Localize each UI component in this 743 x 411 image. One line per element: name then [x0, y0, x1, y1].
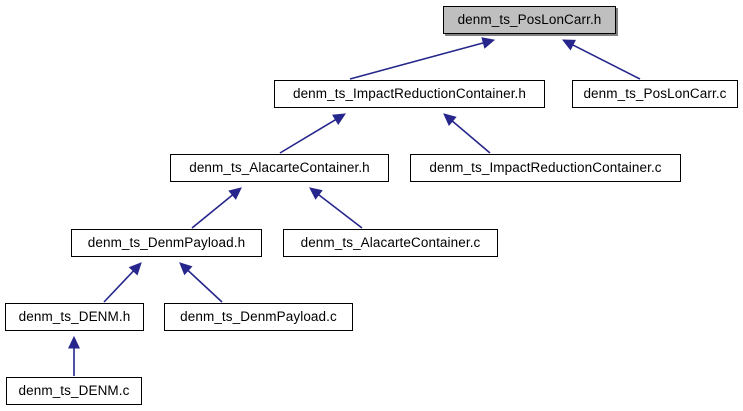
graph-node-label: denm_ts_DENM.h — [18, 309, 131, 325]
graph-node-impactreduction_h[interactable]: denm_ts_ImpactReductionContainer.h — [274, 80, 545, 108]
graph-edge-denmpayload_h-to-alacarte_h — [191, 187, 242, 229]
graph-node-denmpayload_c[interactable]: denm_ts_DenmPayload.c — [164, 303, 353, 331]
graph-node-posloncarr_h[interactable]: denm_ts_PosLonCarr.h — [443, 6, 616, 34]
graph-node-impactreduction_c[interactable]: denm_ts_ImpactReductionContainer.c — [410, 154, 681, 182]
graph-node-alacarte_h[interactable]: denm_ts_AlacarteContainer.h — [170, 154, 389, 182]
graph-edge-impactreduction_c-to-impactreduction_h — [443, 113, 491, 154]
graph-node-label: denm_ts_PosLonCarr.c — [583, 86, 727, 102]
graph-node-alacarte_c[interactable]: denm_ts_AlacarteContainer.c — [283, 229, 498, 257]
graph-node-posloncarr_c[interactable]: denm_ts_PosLonCarr.c — [572, 80, 738, 108]
graph-edge-denm_c-to-denm_h — [68, 335, 80, 376]
graph-node-label: denm_ts_ImpactReductionContainer.h — [292, 86, 527, 102]
graph-edge-denmpayload_c-to-denmpayload_h — [179, 262, 223, 303]
graph-node-label: denm_ts_PosLonCarr.h — [457, 12, 602, 28]
graph-node-label: denm_ts_AlacarteContainer.c — [300, 235, 481, 251]
graph-node-label: denm_ts_DenmPayload.c — [180, 309, 337, 325]
graph-node-label: denm_ts_DENM.c — [18, 383, 130, 399]
graph-node-denm_h[interactable]: denm_ts_DENM.h — [5, 303, 144, 331]
graph-edge-alacarte_h-to-impactreduction_h — [279, 113, 347, 154]
graph-node-label: denm_ts_ImpactReductionContainer.c — [429, 160, 662, 176]
graph-node-label: denm_ts_AlacarteContainer.h — [189, 160, 370, 176]
graph-edge-posloncarr_c-to-posloncarr_h — [561, 39, 641, 80]
graph-edge-alacarte_c-to-alacarte_h — [309, 187, 363, 229]
graph-node-denmpayload_h[interactable]: denm_ts_DenmPayload.h — [71, 229, 262, 257]
graph-edge-impactreduction_h-to-posloncarr_h — [349, 37, 496, 80]
graph-node-denm_c[interactable]: denm_ts_DENM.c — [6, 377, 142, 405]
graph-edge-denm_h-to-denmpayload_h — [103, 262, 142, 303]
graph-node-label: denm_ts_DenmPayload.h — [87, 235, 246, 251]
